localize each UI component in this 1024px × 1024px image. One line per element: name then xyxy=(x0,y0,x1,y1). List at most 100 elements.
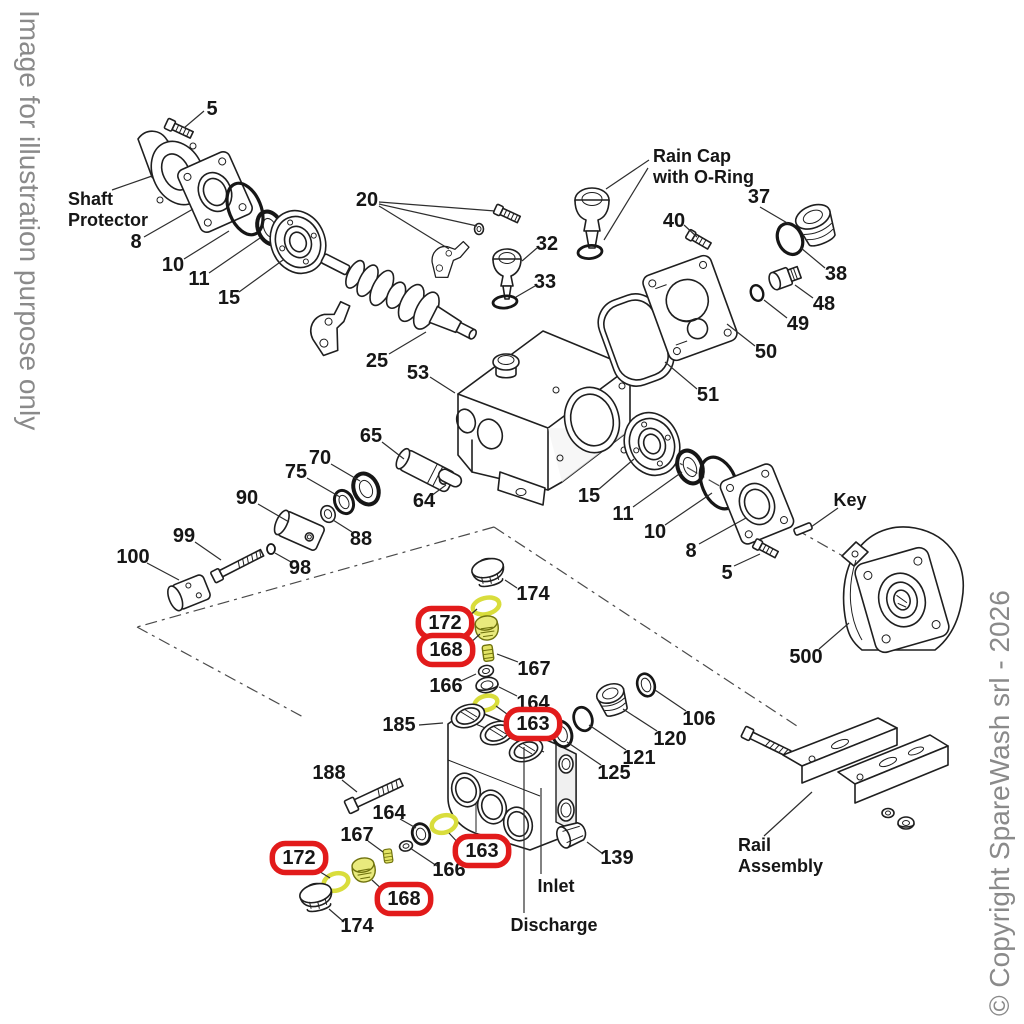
rain-cap-oring-drawing xyxy=(576,244,604,260)
callout-40-leader xyxy=(683,224,698,238)
callout-174-upper-leader xyxy=(504,579,518,589)
callout-48: 48 xyxy=(813,293,835,315)
callout-51: 51 xyxy=(697,384,719,406)
callout-38: 38 xyxy=(825,263,847,285)
bearing-15-right-drawing xyxy=(623,411,681,477)
fitting-37-drawing xyxy=(794,203,836,247)
washer-88-drawing xyxy=(320,504,336,524)
callout-65: 65 xyxy=(360,425,382,447)
callout-167-upper: 167 xyxy=(517,658,550,680)
label-rail-assembly-leader xyxy=(763,791,813,837)
callout-174-upper: 174 xyxy=(516,583,550,605)
housing-500-drawing xyxy=(841,526,964,654)
cylinder-90-drawing xyxy=(273,509,325,551)
parts-artwork xyxy=(137,117,964,913)
callout-166-upper: 166 xyxy=(429,675,462,697)
crankcase-53-drawing xyxy=(455,330,631,506)
callout-65-leader xyxy=(381,441,405,460)
rain-cap-drawing xyxy=(574,187,610,249)
seal-106-drawing xyxy=(635,672,657,698)
callout-88-leader xyxy=(332,519,353,533)
callout-32-leader xyxy=(521,247,538,262)
seal-75-drawing xyxy=(332,488,356,516)
callout-90: 90 xyxy=(236,487,258,509)
bolt-188-drawing xyxy=(343,777,404,815)
callout-500: 500 xyxy=(789,646,822,668)
callout-11-left: 11 xyxy=(188,268,209,290)
seal-70-drawing xyxy=(351,471,381,507)
callout-5-top: 5 xyxy=(206,98,217,120)
callout-164-lower: 164 xyxy=(372,802,406,824)
label-inlet: Inlet xyxy=(537,876,574,896)
label-key: Key xyxy=(833,490,866,510)
watermark-left: Image for illustration purpose only xyxy=(14,10,45,430)
callout-166-lower-leader xyxy=(409,847,438,867)
callout-51-leader xyxy=(664,361,698,390)
callout-172-lower-highlight xyxy=(269,840,329,876)
label-rain-cap-leader xyxy=(605,159,650,190)
crankshaft-25-drawing xyxy=(320,253,477,340)
bushing-100-drawing xyxy=(167,574,211,612)
oring-38-drawing xyxy=(775,221,805,257)
callout-90-leader xyxy=(257,503,290,523)
callout-5-top-leader xyxy=(183,110,205,129)
callout-53: 53 xyxy=(407,362,429,384)
yellow-valve-168-lower-drawing xyxy=(351,857,376,883)
callout-11-right: 11 xyxy=(612,503,633,525)
callout-185-leader xyxy=(418,722,444,726)
callout-106: 106 xyxy=(682,708,715,730)
callout-20: 20 xyxy=(356,189,378,211)
callout-120: 120 xyxy=(653,728,686,750)
callout-48-leader xyxy=(794,284,814,299)
bolt-99-drawing xyxy=(210,548,265,584)
bearing-15-left-drawing xyxy=(269,209,327,275)
callout-15-right: 15 xyxy=(578,485,600,507)
cap-nut-174-upper-drawing xyxy=(471,557,505,588)
callout-174-lower: 174 xyxy=(340,915,374,937)
callout-168-upper-highlight xyxy=(416,632,476,668)
callout-70-leader xyxy=(330,463,361,482)
callout-121: 121 xyxy=(622,747,655,769)
callout-125-leader xyxy=(566,741,602,766)
callout-99: 99 xyxy=(173,525,195,547)
leader-lines xyxy=(111,110,850,923)
callout-50-leader xyxy=(726,323,756,347)
callout-168-upper: 168 xyxy=(429,639,462,661)
oring-98-drawing xyxy=(266,543,276,555)
yellow-oring-172-upper-drawing xyxy=(470,595,502,617)
callout-164-upper-leader xyxy=(498,686,518,697)
callout-121-leader xyxy=(588,724,627,751)
callout-40: 40 xyxy=(663,210,685,232)
callout-70: 70 xyxy=(309,447,331,469)
callout-168-lower-highlight xyxy=(374,881,434,917)
callout-20-leader xyxy=(378,201,496,212)
washer-166-lower-drawing xyxy=(398,840,414,852)
callout-185: 185 xyxy=(382,714,415,736)
callout-166-upper-leader xyxy=(460,673,477,682)
callout-75-leader xyxy=(306,477,341,498)
oring-10-left-drawing xyxy=(225,181,265,237)
callout-8-right-leader xyxy=(698,517,747,545)
clevis-right-drawing xyxy=(431,240,470,279)
callout-75: 75 xyxy=(285,461,307,483)
callout-172-upper: 172 xyxy=(428,612,461,634)
callout-188: 188 xyxy=(312,762,345,784)
callout-163-upper: 163 xyxy=(516,713,549,735)
callout-11-left-leader xyxy=(208,237,261,274)
yellow-seat-167-upper-drawing xyxy=(481,644,495,662)
seal-11-right-drawing xyxy=(675,448,705,486)
callout-10-left: 10 xyxy=(162,254,184,276)
label-discharge: Discharge xyxy=(510,915,597,935)
plug-139-drawing xyxy=(556,822,587,849)
callout-168-lower: 168 xyxy=(387,888,420,910)
clevis-left-drawing xyxy=(310,300,351,357)
callout-25-leader xyxy=(388,331,427,355)
label-shaft-protector-leader xyxy=(111,175,153,191)
key-drawing xyxy=(793,522,813,536)
callout-100-leader xyxy=(146,562,180,581)
callout-50: 50 xyxy=(755,341,777,363)
callout-11-right-leader xyxy=(632,471,683,508)
screw-40-drawing xyxy=(684,228,712,250)
watermark-right: © Copyright SpareWash srl - 2026 xyxy=(984,590,1015,1016)
callout-5-right: 5 xyxy=(721,562,732,584)
